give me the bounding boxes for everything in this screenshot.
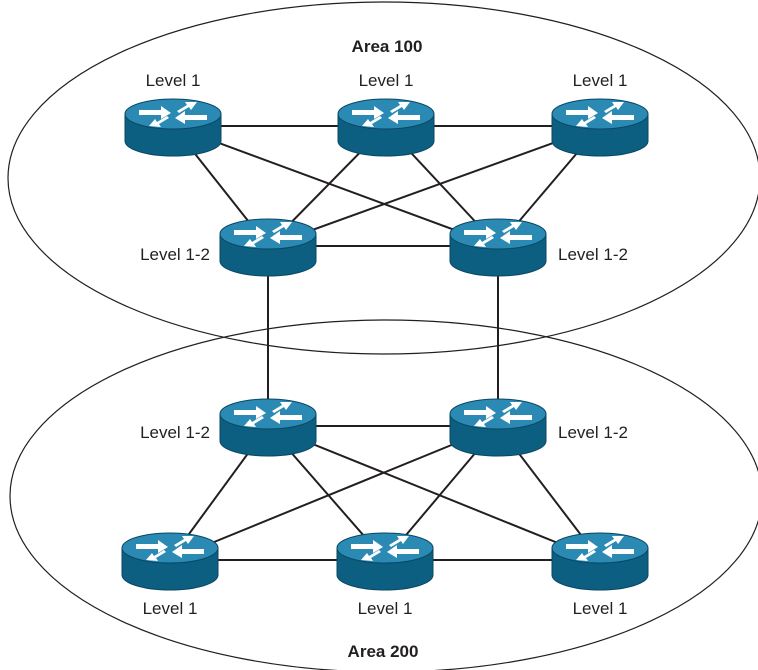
area-200-title: Area 200	[348, 642, 419, 661]
router-icon	[449, 398, 547, 457]
router-label: Level 1	[143, 599, 198, 618]
area-200-boundary	[9, 319, 758, 670]
link-r7-r8	[169, 425, 499, 561]
router-label: Level 1	[573, 71, 628, 90]
router-label: Level 1-2	[558, 423, 628, 442]
router-label: Level 1	[359, 71, 414, 90]
router-r6: Level 1-2	[140, 398, 317, 457]
router-r3: Level 1	[551, 71, 649, 157]
router-label: Level 1	[573, 599, 628, 618]
link-r6-r10	[267, 425, 601, 561]
router-icon	[121, 532, 219, 591]
router-icon	[551, 98, 649, 157]
router-r8: Level 1	[121, 532, 219, 618]
router-icon	[449, 218, 547, 277]
links-layer	[169, 125, 601, 561]
router-r2: Level 1	[337, 71, 435, 157]
router-label: Level 1-2	[558, 245, 628, 264]
router-icon	[219, 218, 317, 277]
router-icon	[551, 532, 649, 591]
link-r3-r4	[267, 125, 601, 247]
router-r5: Level 1-2	[449, 218, 628, 277]
router-label: Level 1	[358, 599, 413, 618]
router-r4: Level 1-2	[140, 218, 317, 277]
link-r1-r5	[172, 125, 499, 247]
router-r10: Level 1	[551, 532, 649, 618]
router-label: Level 1	[146, 71, 201, 90]
router-label: Level 1-2	[140, 245, 210, 264]
router-r7: Level 1-2	[449, 398, 628, 457]
router-icon	[336, 532, 434, 591]
router-label: Level 1-2	[140, 423, 210, 442]
router-icon	[337, 98, 435, 157]
area-100-boundary	[7, 1, 758, 355]
router-icon	[124, 98, 222, 157]
area-100-title: Area 100	[352, 37, 423, 56]
router-icon	[219, 398, 317, 457]
router-r1: Level 1	[124, 71, 222, 157]
router-r9: Level 1	[336, 532, 434, 618]
